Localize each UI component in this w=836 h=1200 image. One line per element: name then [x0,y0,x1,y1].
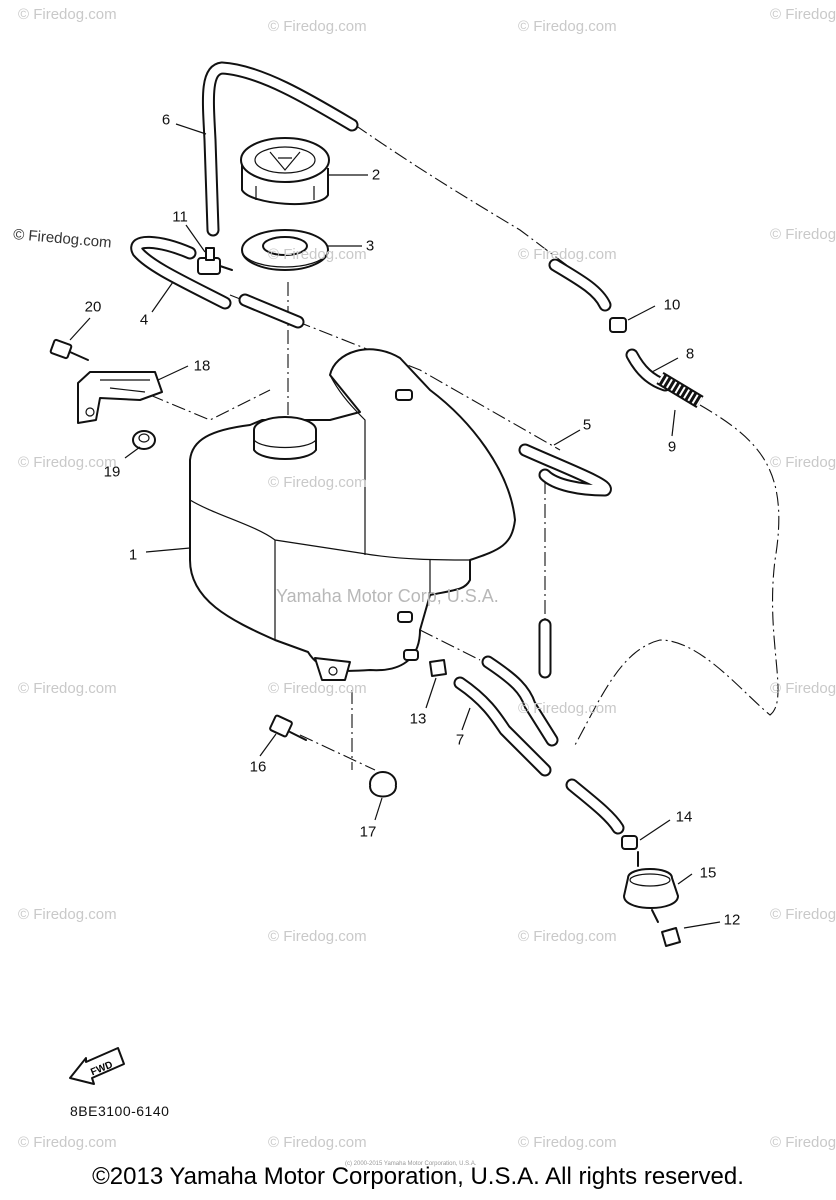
bolt-part-20 [49,338,89,361]
leader-lines [69,123,721,929]
cap-part-2 [240,137,330,205]
callout-16: 16 [249,758,267,776]
callout-14: 14 [675,808,693,826]
assembly-line-tank [229,294,561,451]
assembly-line-bolt [299,734,376,771]
watermark: © Firedog.com [518,18,617,35]
watermark: © Firedog.com [770,906,836,923]
hose-part-7 [453,655,559,777]
callout-15: 15 [699,864,717,882]
bracket-part-18 [77,371,163,424]
spring-part-9 [656,371,704,409]
bolt-part-16 [269,714,307,741]
tiny-print: (c) 2000-2015 Yamaha Motor Corporation, … [345,1161,477,1167]
callout-1: 1 [128,546,138,564]
nut-part-19 [132,430,156,450]
callout-10: 10 [663,296,681,314]
watermark: © Firedog.com [518,928,617,945]
watermark: © Firedog.com [268,18,367,35]
callout-8: 8 [685,345,695,363]
watermark: © Firedog.com [770,1134,836,1151]
callout-18: 18 [193,357,211,375]
callout-20: 20 [84,298,102,316]
watermark: © Firedog.com [268,928,367,945]
callout-17: 17 [359,823,377,841]
filter-part-15 [623,851,679,923]
clip-part-14 [621,835,638,850]
callout-12: 12 [723,911,741,929]
watermark: © Firedog.com [18,1134,117,1151]
watermark: © Firedog.com [518,1134,617,1151]
watermark: © Firedog.com [18,680,117,697]
watermark: © Firedog.com [770,226,836,243]
assembly-line-right [574,404,780,746]
watermark: © Firedog.com [770,680,836,697]
hose-part-5 [518,443,612,497]
callout-6: 6 [161,111,171,129]
callout-13: 13 [409,710,427,728]
callout-5: 5 [582,416,592,434]
clip-part-12 [661,927,681,947]
watermark: © Firedog.com [268,474,367,491]
watermark: © Firedog.com [518,246,617,263]
fitting-part-11 [197,247,233,275]
tank-part-1 [189,348,516,681]
assembly-line-bracket [149,389,271,421]
watermark: © Firedog.com [18,454,117,471]
assembly-line-filter [419,629,481,661]
hose-part-4 [130,235,232,310]
watermark: © Firedog.com [268,246,367,263]
callout-2: 2 [371,166,381,184]
callout-11: 11 [172,208,188,226]
watermark: © Firedog.com [518,700,617,717]
callout-9: 9 [667,438,677,456]
hose-lower-right [565,778,625,835]
watermark: © Firedog.com [18,906,117,923]
watermark: © Firedog.com [770,6,836,23]
hose-upper-right [548,258,612,312]
watermark: © Firedog.com [268,680,367,697]
watermark: © Firedog.com [770,454,836,471]
copyright-notice: ©2013 Yamaha Motor Corporation, U.S.A. A… [92,1163,744,1190]
callout-4: 4 [139,311,149,329]
grommet-part-17 [369,771,397,798]
hose-part-6 [201,61,359,237]
callout-7: 7 [455,731,465,749]
watermark: © Firedog.com [268,1134,367,1151]
watermark: © Firedog.com [18,6,117,23]
callout-3: 3 [365,237,375,255]
assembly-line-upper [354,124,601,291]
forward-arrow [69,1047,125,1085]
clamp-part-13 [429,659,447,677]
clip-part-10 [609,317,627,333]
gasket-part-3 [241,229,329,271]
part-code: 8BE3100-6140 [70,1103,170,1119]
center-watermark: Yamaha Motor Corp, U.S.A. [276,586,499,606]
callout-19: 19 [103,463,121,481]
tube-top [238,293,305,329]
